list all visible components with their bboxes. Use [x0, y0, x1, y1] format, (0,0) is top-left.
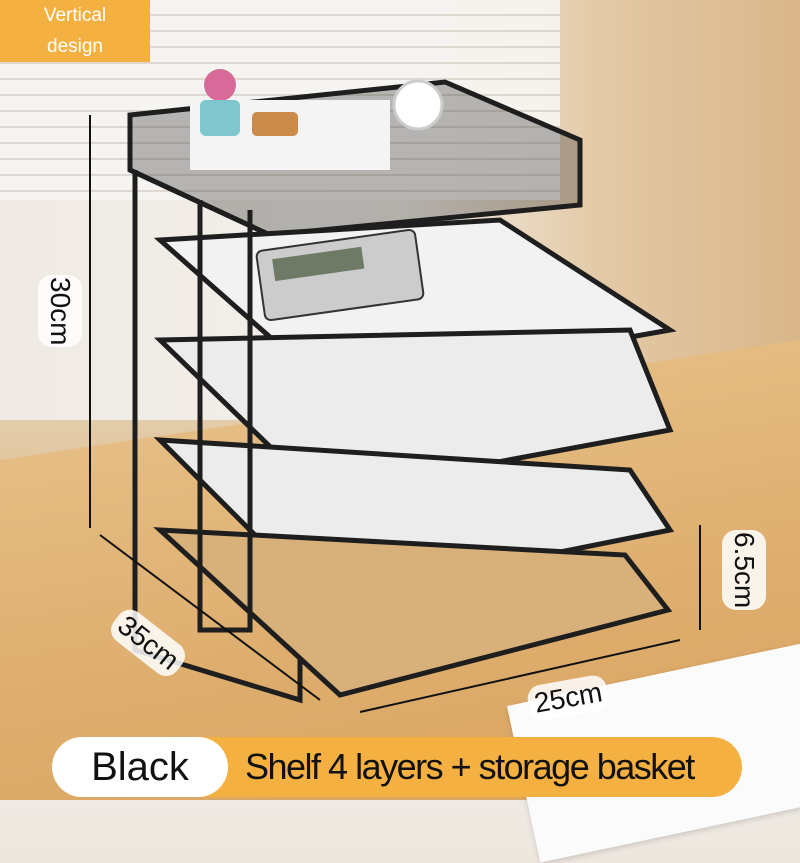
desk-organizer-product — [89, 69, 701, 713]
height-dimension-label: 30cm — [38, 275, 82, 348]
color-variant-label: Black — [52, 737, 228, 797]
vertical-design-badge: Vertical design — [0, 0, 150, 62]
badge-line-2: design — [47, 36, 103, 57]
product-description: Shelf 4 layers + storage basket — [245, 746, 695, 787]
badge-line-1: Vertical — [43, 5, 107, 26]
layer-gap-dimension-label: 6.5cm — [722, 530, 766, 611]
